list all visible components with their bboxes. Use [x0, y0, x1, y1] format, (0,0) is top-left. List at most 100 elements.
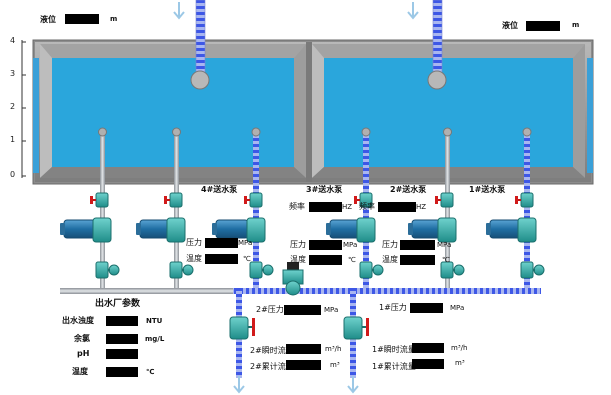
outlet-1-flow-unit: m³/h	[451, 344, 468, 352]
pump-4-upper-valve	[249, 192, 263, 208]
pump-4-pressure-label: 压力	[186, 238, 202, 247]
left-level-value	[65, 14, 99, 24]
flow-meter-junction	[282, 262, 304, 296]
left-level-label: 液位	[40, 15, 56, 24]
reservoir-tank	[32, 39, 594, 185]
scale-tick-3: 3	[10, 69, 16, 78]
pump-2-title: 2#送水泵	[390, 185, 427, 194]
pump-2-pressure-label: 压力	[382, 240, 398, 249]
pump-4-temp-label: 温度	[186, 254, 202, 263]
outlet-1-pressure-label: 1#压力	[379, 303, 407, 312]
pump-4-temp-value	[205, 254, 238, 264]
outlet-2-total-label: 2#累计流量	[250, 362, 294, 371]
outlet-2-flow-label: 2#瞬时流量	[250, 346, 294, 355]
turbidity-label: 出水浊度	[62, 316, 94, 325]
pump-4b-upper-valve	[169, 192, 183, 208]
right-level-label: 液位	[502, 21, 518, 30]
outlet-1-flow-value	[412, 343, 444, 353]
pump-4-lower-valve-wheel	[262, 264, 274, 276]
chlorine-unit: mg/L	[145, 335, 165, 343]
outlet-2-total-unit: m³	[330, 361, 340, 369]
outlet-1-flow-label: 1#瞬时流量	[372, 345, 416, 354]
outlet-2-valve-handle	[252, 318, 255, 336]
pump-3-temp-value	[309, 255, 342, 265]
pump-3-lower-valve-wheel	[372, 264, 384, 276]
plant-temp-value	[106, 367, 138, 377]
outlet-2-pressure-label: 2#压力	[256, 305, 284, 314]
scale-tick-0: 0	[10, 170, 16, 179]
ph-label: pH	[77, 349, 90, 358]
outlet-2-total-value	[286, 360, 321, 370]
pump-3-pressure-label: 压力	[290, 240, 306, 249]
pump-3-temp-label: 温度	[290, 255, 306, 264]
pump-3-title: 3#送水泵	[306, 185, 343, 194]
inlet-arrows	[173, 2, 419, 20]
pump-4-pump-body	[246, 217, 266, 243]
pump-4a-upper-valve	[95, 192, 109, 208]
outlet-1-pressure-unit: MPa	[450, 304, 465, 312]
outlet-1-total-value	[412, 359, 444, 369]
pump-3-temp-unit: ℃	[348, 256, 356, 264]
pump-4-temp-unit: ℃	[243, 255, 251, 263]
pump-2-temp-label: 温度	[382, 255, 398, 264]
pump-4a-pump-body	[92, 217, 112, 243]
pump-4-motor	[215, 219, 249, 239]
pump-3-pressure-unit: MPa	[343, 241, 358, 249]
turbidity-unit: NTU	[146, 317, 163, 325]
pump-1-lower-valve	[520, 261, 534, 279]
pump-1-title: 1#送水泵	[469, 185, 506, 194]
outlet-2-valve	[229, 316, 249, 340]
suction-pipes	[98, 127, 532, 184]
pump-2-lower-valve-wheel	[453, 264, 465, 276]
pump-4a-motor	[63, 219, 97, 239]
outlet-2-pressure-value	[284, 305, 321, 315]
outlet-1-valve-handle	[366, 318, 369, 336]
pump-1-lower-valve-wheel	[533, 264, 545, 276]
right-level-unit: m	[572, 21, 580, 29]
pump-4b-lower-valve	[169, 261, 183, 279]
pump-3-lower-valve	[359, 261, 373, 279]
plant-params-title: 出水厂参数	[95, 299, 141, 309]
level-scale	[21, 40, 26, 178]
pump-4b-lower-valve-wheel	[182, 264, 194, 276]
outlet-1-valve	[343, 316, 363, 340]
outlet-1-total-label: 1#累计流量	[372, 362, 416, 371]
pump-units	[60, 192, 545, 340]
pump-4-pressure-unit: MPa	[238, 239, 253, 247]
pump-1-upper-valve	[520, 192, 534, 208]
pump-2-pressure-value	[400, 240, 435, 250]
pump-2-pressure-unit: MPa	[437, 241, 452, 249]
outlet-1-pressure-value	[410, 303, 443, 313]
pump-3-freq-unit: HZ	[342, 203, 353, 211]
pump-4-pressure-value	[205, 238, 238, 248]
pump-2-freq-label: 频率	[359, 202, 375, 211]
scale-tick-4: 4	[10, 36, 16, 45]
pump-2-temp-unit: ℃	[442, 256, 450, 264]
plant-temp-label: 温度	[72, 367, 88, 376]
pump-4-title: 4#送水泵	[201, 185, 238, 194]
outlet-2-flow-value	[286, 344, 321, 354]
turbidity-value	[106, 316, 138, 326]
pump-2-pump-body	[437, 217, 457, 243]
pump-2-upper-valve	[440, 192, 454, 208]
pump-1-pump-body	[517, 217, 537, 243]
pump-2-freq-value	[378, 202, 416, 212]
scale-tick-1: 1	[10, 135, 16, 144]
outlet-1-total-unit: m³	[455, 359, 465, 367]
pump-4a-lower-valve-wheel	[108, 264, 120, 276]
pump-3-pressure-value	[309, 240, 342, 250]
ph-value	[106, 349, 138, 359]
pump-3-freq-value	[309, 202, 342, 212]
pump-2-temp-value	[400, 255, 435, 265]
pump-4a-lower-valve	[95, 261, 109, 279]
scale-tick-2: 2	[10, 102, 16, 111]
pump-3-freq-label: 频率	[289, 202, 305, 211]
outlet-arrows	[233, 376, 359, 394]
outlet-2-flow-unit: m³/h	[325, 345, 342, 353]
pump-3-pump-body	[356, 217, 376, 243]
pump-4-lower-valve	[249, 261, 263, 279]
left-level-unit: m	[110, 15, 118, 23]
plant-temp-unit: ℃	[146, 368, 155, 376]
